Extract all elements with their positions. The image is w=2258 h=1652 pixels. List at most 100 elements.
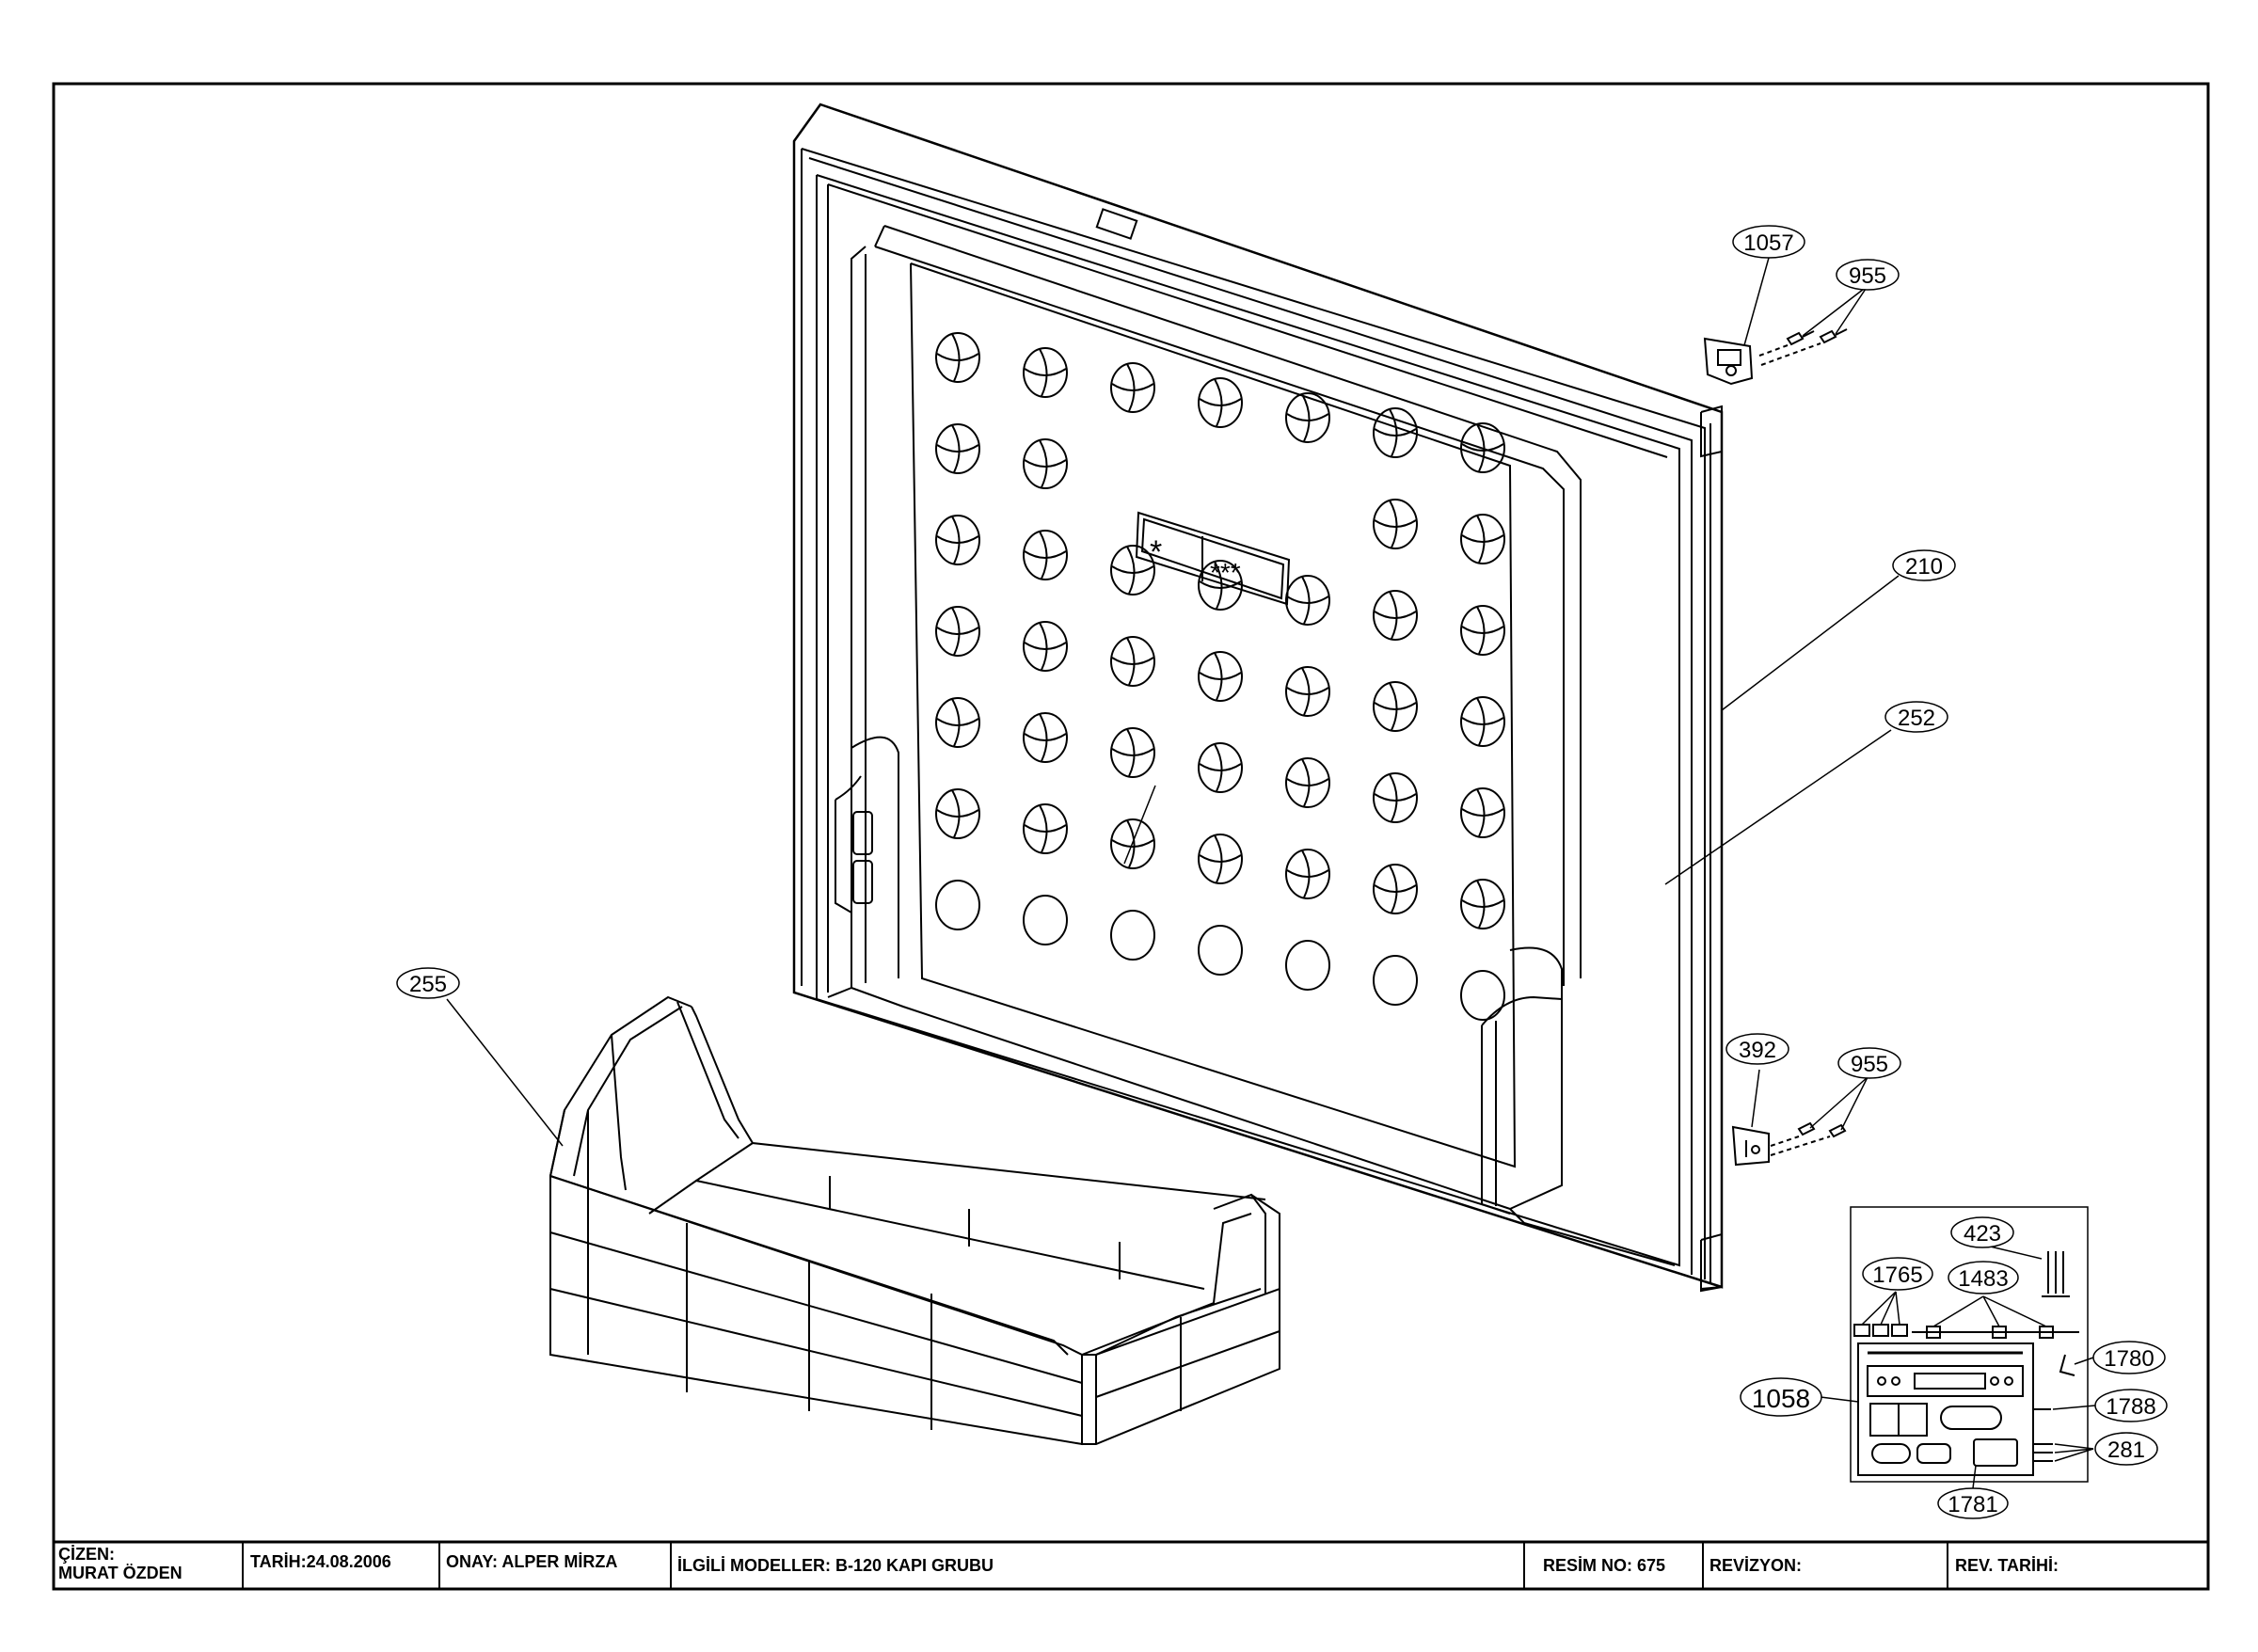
dimple xyxy=(1023,621,1068,672)
dimple-cross xyxy=(1024,550,1067,559)
dimple-cross xyxy=(1111,565,1154,574)
dimple-cross xyxy=(1199,763,1242,771)
callout-1765: 1765 xyxy=(1862,1257,1933,1291)
callout-392: 392 xyxy=(1725,1033,1789,1065)
dimple xyxy=(935,423,980,474)
dimple xyxy=(1198,742,1243,793)
dimple-cross xyxy=(1126,637,1136,686)
dimple xyxy=(935,788,980,839)
dimple-cross xyxy=(1389,865,1398,913)
dimple-cross xyxy=(936,444,979,453)
svg-text:1780: 1780 xyxy=(2104,1346,2154,1372)
dimple-cross xyxy=(1286,778,1329,786)
svg-text:1058: 1058 xyxy=(1752,1384,1810,1413)
dimple-cross xyxy=(1461,443,1504,452)
dimple xyxy=(1198,834,1243,884)
dimple-cross xyxy=(1301,667,1311,716)
dimple-cross xyxy=(1301,576,1311,625)
dimple-cross xyxy=(1111,383,1154,391)
dimple xyxy=(1460,970,1505,1021)
drawn-by-label: ÇİZEN: xyxy=(58,1545,115,1564)
dimple-cross xyxy=(1389,682,1398,731)
dimple-cross xyxy=(951,607,961,656)
dimple-cross xyxy=(1126,819,1136,868)
svg-text:1781: 1781 xyxy=(1948,1492,1997,1517)
dimple-cross xyxy=(951,424,961,473)
dimple xyxy=(1460,422,1505,473)
dimple-cross xyxy=(1461,808,1504,817)
door-panel-210 xyxy=(792,103,1724,1293)
dimple-cross xyxy=(1461,626,1504,634)
dimple-cross xyxy=(936,809,979,818)
revision: REVİZYON: xyxy=(1709,1556,1802,1575)
dimple-cross xyxy=(1039,622,1048,671)
svg-text:1788: 1788 xyxy=(2106,1394,2155,1420)
drawing-date: TARİH:24.08.2006 xyxy=(250,1552,391,1571)
svg-text:1057: 1057 xyxy=(1743,230,1793,256)
callout-955-bottom: 955 xyxy=(1837,1047,1901,1079)
dimple-cross xyxy=(1389,773,1398,822)
dimple-cross xyxy=(1024,733,1067,741)
dimple-cross xyxy=(1286,687,1329,695)
dimple-cross xyxy=(1039,531,1048,580)
dimple-cross xyxy=(1199,580,1242,589)
dimple-cross xyxy=(1214,652,1223,701)
dimple-cross xyxy=(1126,728,1136,777)
dimple xyxy=(1110,818,1155,869)
dimple-cross xyxy=(936,627,979,635)
leader-lines xyxy=(446,257,2096,1489)
dimple xyxy=(1023,347,1068,398)
dimple-cross xyxy=(1476,788,1486,837)
dimple-cross xyxy=(1374,428,1417,437)
callout-1780: 1780 xyxy=(2092,1341,2166,1374)
hinge-392 xyxy=(1731,1121,1847,1167)
dimple xyxy=(1373,864,1418,914)
dimple xyxy=(1023,712,1068,763)
svg-text:255: 255 xyxy=(409,972,447,997)
svg-text:392: 392 xyxy=(1739,1038,1776,1063)
dimple xyxy=(1373,681,1418,732)
revision-date: REV. TARİHİ: xyxy=(1955,1556,2059,1575)
drawing-border xyxy=(52,82,2210,1591)
svg-text:210: 210 xyxy=(1905,554,1943,580)
dimple-cross xyxy=(1024,824,1067,833)
dimple xyxy=(1285,849,1330,899)
dimple xyxy=(1285,757,1330,808)
dimple-cross xyxy=(1214,378,1223,427)
dimple xyxy=(1110,545,1155,596)
related-models: İLGİLİ MODELLER: B-120 KAPI GRUBU xyxy=(677,1556,994,1575)
dimple-cross xyxy=(1286,413,1329,421)
dimple xyxy=(1373,955,1418,1006)
dimple xyxy=(1460,514,1505,564)
dimple-cross xyxy=(1214,743,1223,792)
dimple-cross xyxy=(1111,748,1154,756)
dimple-cross xyxy=(1374,702,1417,710)
dimple xyxy=(1460,605,1505,656)
dimple-cross xyxy=(1024,459,1067,468)
dimple-cross xyxy=(1374,519,1417,528)
drawing-number: RESİM NO: 675 xyxy=(1543,1556,1665,1575)
callout-955-top: 955 xyxy=(1836,259,1900,291)
dimple-cross xyxy=(1301,393,1311,442)
callout-1781: 1781 xyxy=(1937,1487,2009,1519)
dimple-cross xyxy=(1024,642,1067,650)
dimple-cross xyxy=(1476,697,1486,746)
dimple-cross xyxy=(1374,884,1417,893)
drawn-by-name: MURAT ÖZDEN xyxy=(58,1564,183,1582)
dimple xyxy=(1110,727,1155,778)
dimple xyxy=(1198,377,1243,428)
dimple-cross xyxy=(936,353,979,361)
dimple-cross xyxy=(1214,834,1223,883)
dimple xyxy=(935,697,980,748)
dimple-cross xyxy=(1039,804,1048,853)
dimple-cross xyxy=(1476,515,1486,564)
svg-text:1765: 1765 xyxy=(1872,1263,1922,1288)
dimple-cross xyxy=(951,789,961,838)
callout-252: 252 xyxy=(1884,701,1948,733)
dimple-cross xyxy=(1039,713,1048,762)
dimple-cross xyxy=(1476,880,1486,929)
dimple xyxy=(1460,787,1505,838)
dimple xyxy=(1110,636,1155,687)
dimple xyxy=(1023,895,1068,945)
